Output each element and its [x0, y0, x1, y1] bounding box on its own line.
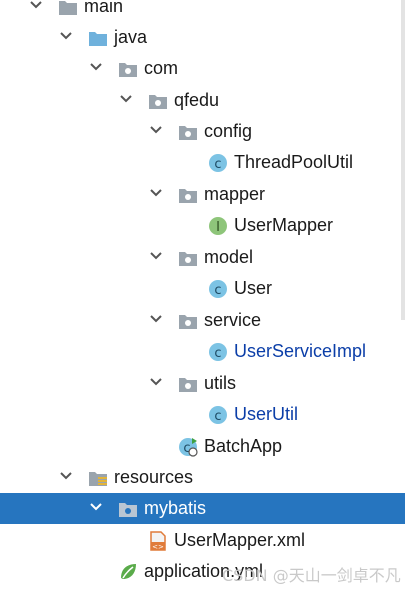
tree-item-label: UserMapper.xml — [174, 530, 306, 550]
package-icon — [178, 122, 198, 142]
chevron-down-icon[interactable] — [88, 59, 104, 75]
svg-text:c: c — [183, 441, 190, 456]
tree-item-label: BatchApp — [204, 436, 283, 456]
tree-item-service[interactable]: service — [0, 305, 405, 336]
tree-item-java[interactable]: java — [0, 22, 405, 53]
resources-folder-icon — [88, 468, 108, 488]
tree-item-label: config — [204, 121, 253, 141]
class-icon: c — [208, 153, 228, 173]
chevron-down-icon[interactable] — [88, 499, 104, 515]
spring-boot-class-icon: c — [178, 437, 198, 457]
tree-item-label: java — [114, 27, 148, 47]
tree-item-application-yml[interactable]: application.yml — [0, 556, 405, 587]
svg-text:c: c — [214, 283, 221, 298]
tree-item-utils[interactable]: utils — [0, 368, 405, 399]
tree-item-label: User — [234, 278, 273, 298]
chevron-down-icon[interactable] — [148, 185, 164, 201]
tree-item-usermapper[interactable]: I UserMapper — [0, 210, 405, 241]
spring-config-icon — [118, 562, 138, 582]
chevron-down-icon[interactable] — [58, 468, 74, 484]
svg-text:c: c — [214, 157, 221, 172]
tree-item-usermapper-xml[interactable]: <> UserMapper.xml — [0, 525, 405, 556]
package-icon — [178, 311, 198, 331]
tree-item-com[interactable]: com — [0, 53, 405, 84]
chevron-down-icon[interactable] — [148, 248, 164, 264]
svg-text:<>: <> — [152, 543, 164, 551]
tree-item-main[interactable]: main — [0, 0, 405, 22]
class-icon: c — [208, 279, 228, 299]
tree-item-label: resources — [114, 467, 194, 487]
tree-item-label: model — [204, 247, 254, 267]
chevron-down-icon[interactable] — [28, 0, 44, 13]
tree-item-label: service — [204, 310, 262, 330]
tree-item-label: ThreadPoolUtil — [234, 152, 354, 172]
watermark: CSDN @天山一剑卓不凡 — [222, 566, 401, 585]
tree-item-label: UserMapper — [234, 215, 334, 235]
chevron-down-icon[interactable] — [148, 311, 164, 327]
chevron-down-icon[interactable] — [58, 28, 74, 44]
tree-item-mapper[interactable]: mapper — [0, 179, 405, 210]
tree-item-userserviceimpl[interactable]: c UserServiceImpl — [0, 336, 405, 367]
vertical-scrollbar[interactable] — [401, 0, 405, 320]
tree-item-label: mybatis — [144, 498, 207, 518]
tree-item-user[interactable]: c User — [0, 273, 405, 304]
tree-item-qfedu[interactable]: qfedu — [0, 85, 405, 116]
tree-item-label: UserUtil — [234, 404, 299, 424]
tree-item-label: UserServiceImpl — [234, 341, 367, 361]
source-folder-icon — [88, 28, 108, 48]
chevron-down-icon[interactable] — [148, 122, 164, 138]
svg-text:c: c — [214, 346, 221, 361]
tree-item-model[interactable]: model — [0, 242, 405, 273]
tree-item-threadpoolutil[interactable]: c ThreadPoolUtil — [0, 147, 405, 178]
class-icon: c — [208, 405, 228, 425]
package-icon — [178, 185, 198, 205]
tree-item-label: main — [84, 0, 124, 16]
tree-item-batchapp[interactable]: c BatchApp — [0, 431, 405, 462]
tree-item-config[interactable]: config — [0, 116, 405, 147]
chevron-down-icon[interactable] — [118, 91, 134, 107]
svg-text:c: c — [214, 409, 221, 424]
package-icon — [118, 59, 138, 79]
package-icon — [148, 91, 168, 111]
folder-icon — [58, 0, 78, 17]
tree-item-label: mapper — [204, 184, 266, 204]
tree-item-label: qfedu — [174, 90, 220, 110]
tree-item-resources[interactable]: resources — [0, 462, 405, 493]
package-icon — [118, 499, 138, 519]
class-icon: c — [208, 342, 228, 362]
interface-icon: I — [208, 216, 228, 236]
package-icon — [178, 374, 198, 394]
tree-item-mybatis[interactable]: mybatis — [0, 493, 405, 524]
svg-text:I: I — [216, 220, 220, 235]
tree-item-label: application.yml — [144, 561, 264, 581]
tree-item-label: utils — [204, 373, 237, 393]
package-icon — [178, 248, 198, 268]
tree-item-label: com — [144, 58, 179, 78]
tree-item-userutil[interactable]: c UserUtil — [0, 399, 405, 430]
xml-file-icon: <> — [148, 531, 168, 551]
chevron-down-icon[interactable] — [148, 374, 164, 390]
